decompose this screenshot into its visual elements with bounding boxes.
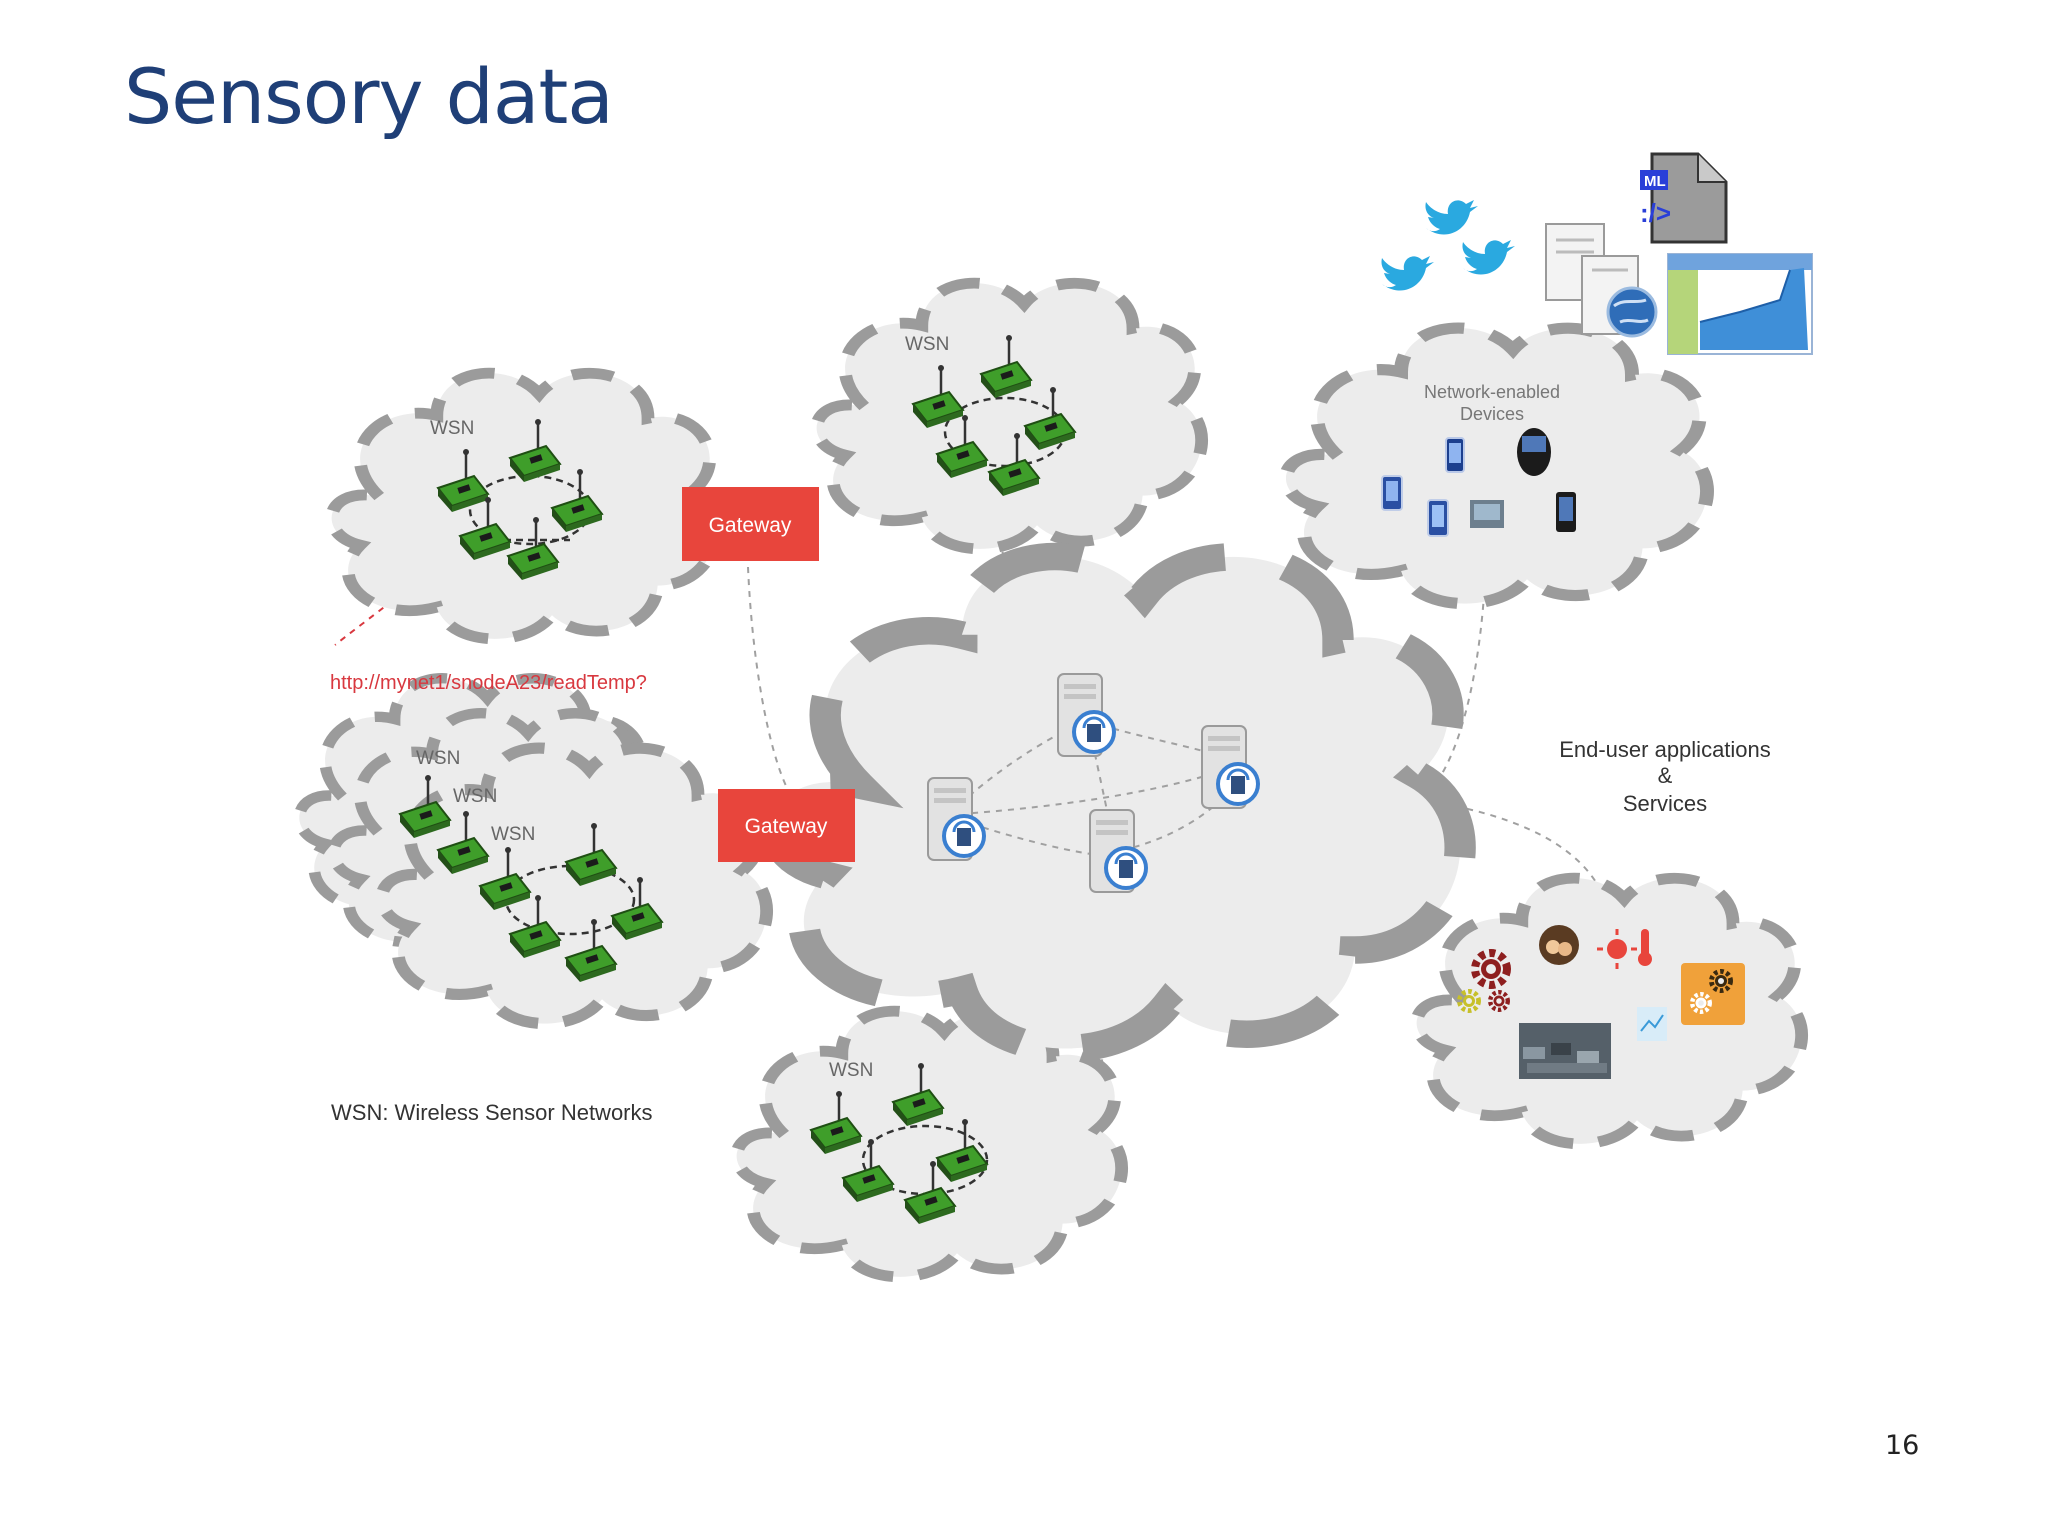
- svg-text:Devices: Devices: [1460, 404, 1524, 424]
- page-number: 16: [1885, 1430, 1920, 1461]
- chart-tile-icon: [1637, 1007, 1667, 1041]
- services-cloud: [1417, 878, 1802, 1144]
- phone-icon: [1556, 492, 1576, 532]
- svg-text:Network-enabled: Network-enabled: [1424, 382, 1560, 402]
- svg-text:WSN: WSN: [829, 1060, 873, 1081]
- twitter-bird-icon: [1425, 200, 1478, 235]
- url-example: http://mynet1/snodeA23/readTemp?: [330, 672, 647, 694]
- link-gateway1-core: [747, 566, 789, 791]
- wsn-cloud-4: WSN: [737, 1011, 1122, 1277]
- phone-icon: [1381, 475, 1403, 511]
- xml-file-icon: ML :/>: [1640, 152, 1728, 244]
- svg-text:WSN: WSN: [491, 824, 535, 845]
- svg-text:&: &: [1658, 763, 1673, 788]
- spreadsheet-icon: [1667, 253, 1813, 355]
- twitter-bird-icon: [1462, 240, 1515, 275]
- phone-icon: [1427, 499, 1449, 537]
- sun-thermometer-icon: [1597, 929, 1652, 969]
- globe-icon: [1606, 286, 1658, 338]
- phone-icon: [1445, 437, 1465, 473]
- gateway-2: Gateway: [718, 789, 855, 862]
- svg-text:WSN: WSN: [453, 786, 497, 807]
- slide-title: Sensory data: [124, 52, 614, 141]
- wsn-cloud-stack: WSN WSN WSN: [299, 678, 766, 1023]
- svg-text:WSN: WSN: [416, 748, 460, 769]
- device-icon: [1470, 500, 1504, 528]
- people-icon: [1539, 925, 1579, 965]
- legend-text: WSN: Wireless Sensor Networks: [331, 1100, 653, 1125]
- twitter-bird-icon: [1381, 256, 1434, 291]
- traffic-photo-icon: [1519, 1023, 1611, 1079]
- svg-text:WSN: WSN: [905, 334, 949, 355]
- gear-tile-icon: [1681, 963, 1745, 1025]
- wsn-cloud-2: WSN: [817, 283, 1202, 549]
- svg-text:ML: ML: [1644, 173, 1666, 190]
- devices-cloud: Network-enabled Devices: [1286, 328, 1707, 604]
- link-devices-core: [1419, 579, 1486, 801]
- svg-text:Services: Services: [1623, 791, 1707, 816]
- svg-text:WSN: WSN: [430, 418, 474, 439]
- core-cloud: [774, 557, 1460, 1049]
- data-sources: ML :/>: [1381, 152, 1813, 355]
- svg-text::/>: :/>: [1640, 198, 1671, 228]
- services-label: End-user applications: [1559, 737, 1771, 762]
- svg-text:Gateway: Gateway: [709, 514, 792, 537]
- phone-icon: [1517, 428, 1551, 476]
- wsn-cloud-1: WSN: [332, 373, 717, 639]
- svg-text:Gateway: Gateway: [745, 815, 828, 838]
- gateway-1: Gateway: [682, 487, 819, 561]
